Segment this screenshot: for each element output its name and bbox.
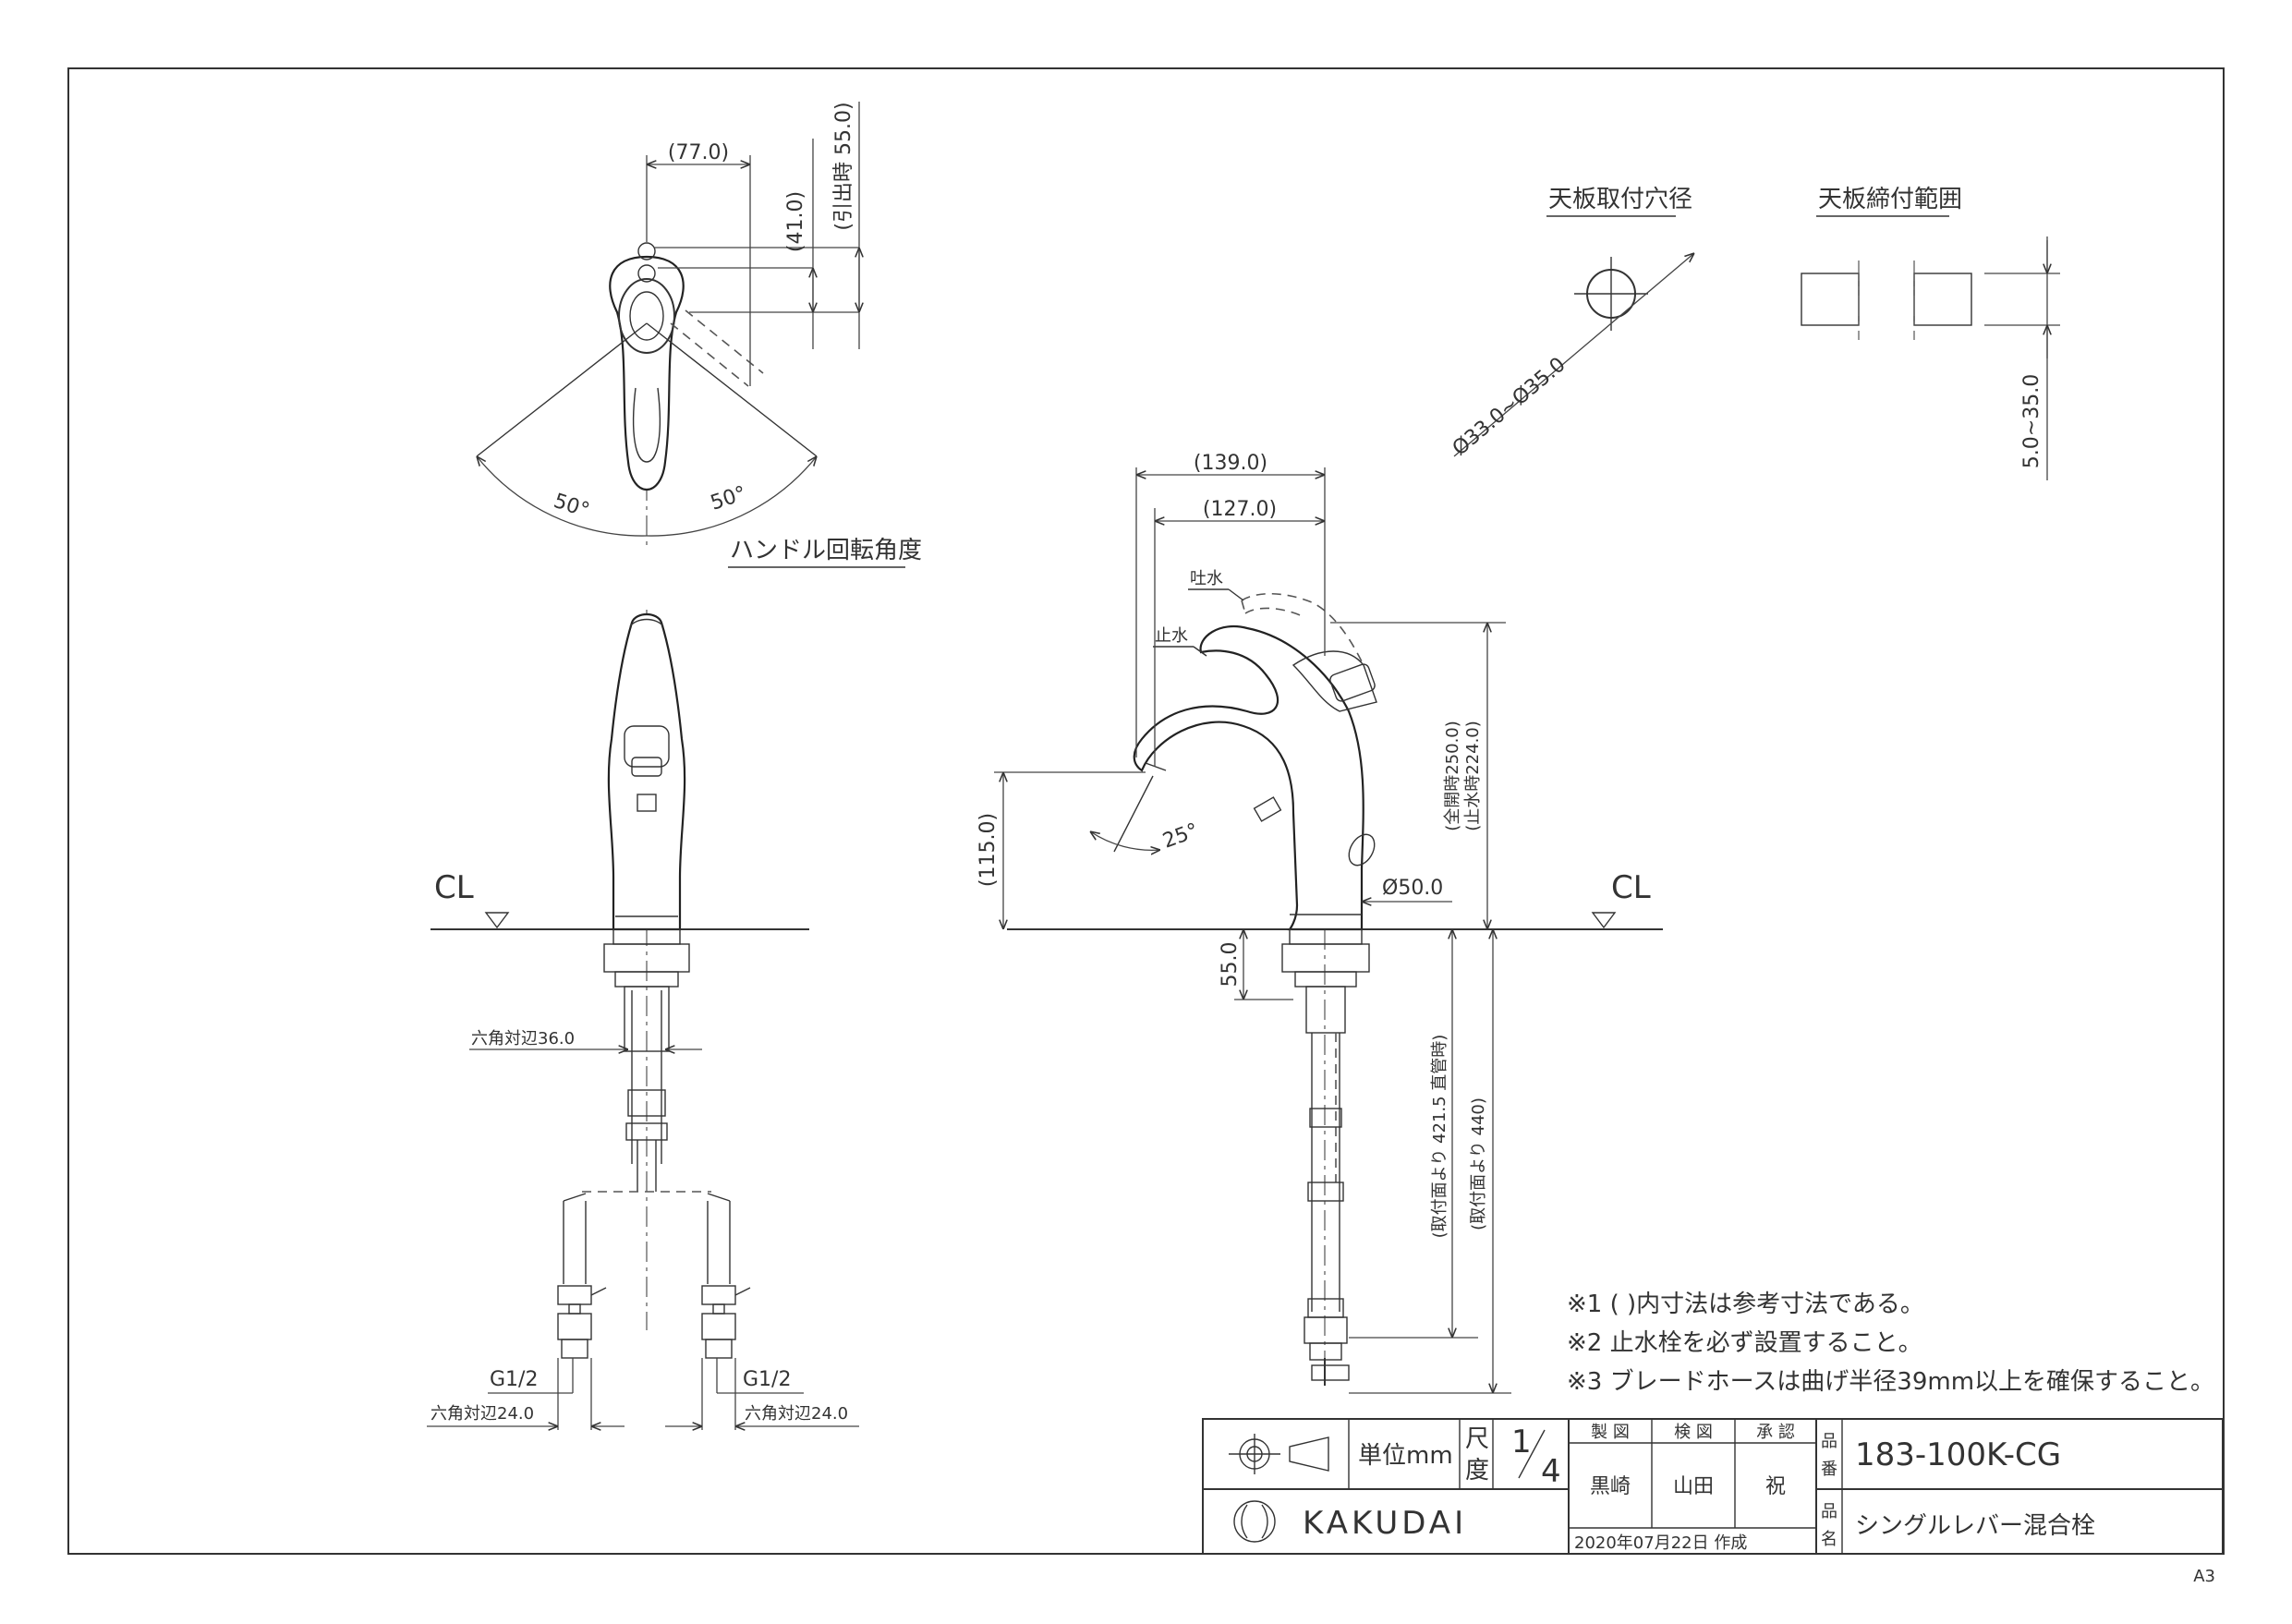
role-checked: 検 図	[1674, 1423, 1713, 1442]
side-dim-shank: 55.0	[1219, 942, 1242, 988]
side-dim-total-open: (全開時250.0)	[1443, 721, 1462, 831]
side-view: CL 吐水 止水 (139.0) (127.0) (115.0)	[976, 452, 1663, 1394]
unit-label: 単位mm	[1358, 1442, 1453, 1470]
clamp-range-caption: 天板締付範囲	[1818, 186, 1962, 213]
scale-label-1: 尺	[1465, 1425, 1489, 1453]
handle-rotation-view: 50° 50° (77.0) (41.0) (引出時 55.0) ハンドル回転角…	[477, 102, 922, 568]
note-2: ※2 止水栓を必ず設置すること。	[1567, 1329, 1922, 1357]
handle-dim-height: (41.0)	[784, 191, 807, 252]
side-dim-total-stop: (止水時224.0)	[1463, 721, 1483, 831]
front-g-left: G1/2	[490, 1368, 538, 1391]
mount-hole-view: 天板取付穴径 Ø33.0~Ø35.0	[1449, 186, 1694, 461]
front-hex-left: 六角対辺24.0	[431, 1404, 534, 1424]
note-3: ※3 ブレードホースは曲げ半径39mm以上を確保すること。	[1567, 1368, 2214, 1396]
scale-label-2: 度	[1465, 1457, 1489, 1485]
side-dim-115: (115.0)	[976, 813, 1000, 887]
clamp-range-dim: 5.0~35.0	[2020, 374, 2043, 468]
kakudai-logo-icon	[1233, 1500, 1276, 1543]
role-approved: 承 認	[1756, 1423, 1795, 1442]
sheet-size-label: A3	[2193, 1567, 2215, 1586]
mount-hole-dim: Ø33.0~Ø35.0	[1449, 353, 1570, 460]
side-dim-base: Ø50.0	[1382, 877, 1443, 900]
side-cl-label: CL	[1611, 869, 1651, 906]
product-name: シングルレバー混合栓	[1855, 1512, 2095, 1540]
name-drawn: 黒崎	[1590, 1475, 1631, 1498]
clamp-range-view: 天板締付範囲 5.0~35.0	[1801, 186, 2060, 480]
handle-caption: ハンドル回転角度	[730, 537, 922, 564]
side-label-open: 吐水	[1190, 569, 1223, 588]
handle-dim-width: (77.0)	[668, 141, 729, 164]
name-checked: 山田	[1673, 1475, 1714, 1498]
title-block: 単位mm 尺 度 1 4 製 図 検 図 承 認 黒崎 山田 祝 2020年07…	[1202, 1418, 2224, 1555]
name-label-2: 名	[1821, 1530, 1837, 1549]
front-hex-right: 六角対辺24.0	[745, 1404, 848, 1424]
front-view: CL 六角対辺36.0	[427, 610, 859, 1430]
projection-symbol-icon	[1229, 1434, 1329, 1474]
sheet-border	[67, 67, 2225, 1555]
front-g-right: G1/2	[743, 1368, 791, 1391]
part-no-label-2: 番	[1821, 1460, 1837, 1479]
side-dim-139: (139.0)	[1194, 452, 1267, 475]
part-no-label-1: 品	[1821, 1432, 1837, 1451]
side-dim-pipe-421: (取付面より 421.5 直管時)	[1430, 1035, 1449, 1239]
handle-angle-right: 50°	[708, 482, 749, 515]
scale-num: 1	[1511, 1424, 1532, 1460]
name-label-1: 品	[1821, 1502, 1837, 1521]
brand-name: KAKUDAI	[1303, 1505, 1467, 1542]
scale-den: 4	[1541, 1453, 1561, 1490]
front-cl-label: CL	[434, 869, 474, 906]
side-dim-pipe-440: (取付面より 440)	[1469, 1097, 1488, 1230]
front-hex-body: 六角対辺36.0	[471, 1029, 575, 1048]
mount-hole-caption: 天板取付穴径	[1548, 186, 1692, 213]
name-approved: 祝	[1765, 1475, 1786, 1498]
handle-dim-pull: (引出時 55.0)	[832, 102, 855, 230]
side-label-stop: 止水	[1155, 626, 1188, 646]
side-dim-127: (127.0)	[1203, 498, 1277, 521]
side-angle-spout: 25°	[1160, 819, 1202, 854]
role-drawn: 製 図	[1591, 1423, 1630, 1442]
note-1: ※1 ( )内寸法は参考寸法である。	[1567, 1291, 1924, 1318]
notes: ※1 ( )内寸法は参考寸法である。 ※2 止水栓を必ず設置すること。 ※3 ブ…	[1567, 1291, 2214, 1396]
drawing-date: 2020年07月22日 作成	[1574, 1533, 1747, 1553]
part-no: 183-100K-CG	[1855, 1436, 2061, 1473]
